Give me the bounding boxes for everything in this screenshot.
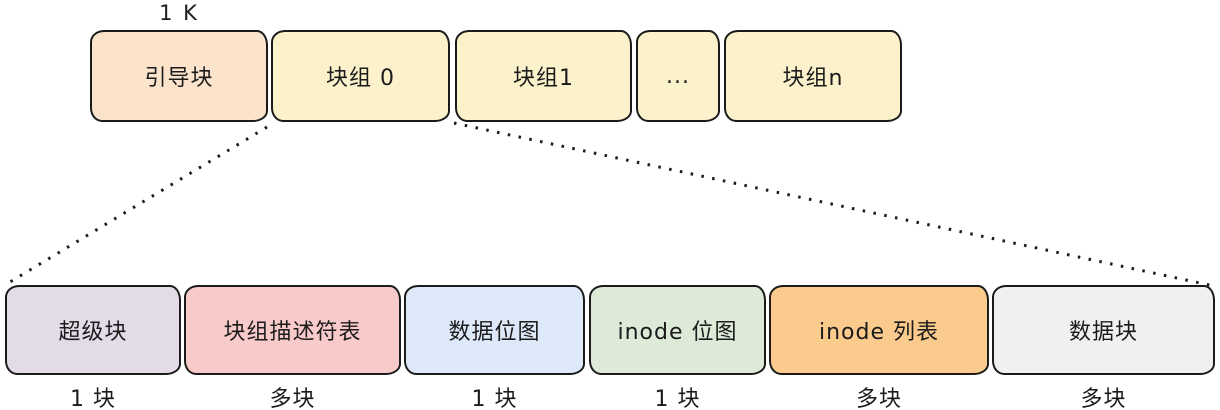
group-descriptor-table-label: 块组描述符表 (223, 320, 362, 345)
block-group-1: 块组1 (455, 30, 632, 122)
inode-table-count-label: 多块 (855, 387, 902, 410)
data-bitmap-count-label: 1 块 (471, 387, 518, 410)
inode-table-label: inode 列表 (818, 320, 939, 345)
block-group-ellipsis-label: ... (666, 63, 690, 89)
inode-bitmap-label: inode 位图 (617, 320, 738, 345)
data-blocks-block: 数据块 (992, 285, 1215, 375)
inode-bitmap-count-label: 1 块 (654, 387, 701, 410)
superblock-count-label: 1 块 (70, 387, 116, 410)
connector-right-dotted-line (453, 121, 1215, 288)
connector-left-dotted-line (9, 125, 268, 284)
block-group-ellipsis: ... (636, 30, 720, 122)
group-descriptor-table-count-label: 多块 (269, 387, 316, 410)
group-descriptor-table-block: 块组描述符表 (184, 285, 401, 375)
block-group-n-label: 块组n (782, 66, 844, 91)
boot-block-label: 引导块 (144, 66, 214, 91)
superblock-label: 超级块 (58, 320, 128, 345)
boot-block: 引导块 (90, 30, 268, 122)
block-size-label: 1 K (159, 1, 199, 25)
superblock: 超级块 (5, 285, 181, 375)
data-bitmap-label: 数据位图 (448, 320, 541, 345)
inode-table-block: inode 列表 (769, 285, 989, 375)
block-group-0-label: 块组 0 (326, 66, 395, 91)
inode-bitmap-block: inode 位图 (589, 285, 766, 375)
data-blocks-count-label: 多块 (1080, 387, 1127, 410)
block-group-1-label: 块组1 (513, 66, 574, 91)
data-bitmap-block: 数据位图 (404, 285, 585, 375)
block-group-0: 块组 0 (271, 30, 450, 122)
block-group-n: 块组n (724, 30, 902, 122)
data-blocks-label: 数据块 (1068, 320, 1138, 345)
